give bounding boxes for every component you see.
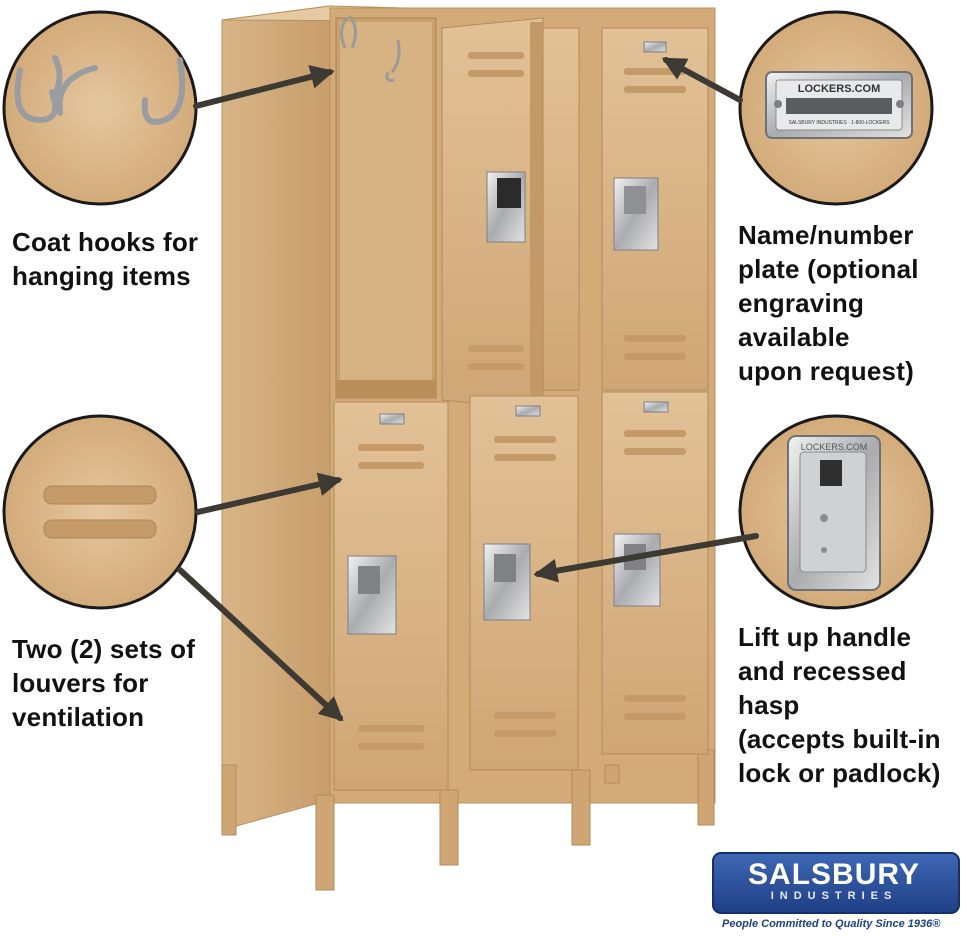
brand-tagline: People Committed to Quality Since 1936® bbox=[722, 918, 941, 930]
plate-text-top: LOCKERS.COM bbox=[798, 83, 881, 95]
brand-name: SALSBURY bbox=[748, 858, 920, 891]
callout-handle-hasp: Lift up handle and recessed hasp (accept… bbox=[738, 622, 941, 788]
hasp-detail-circle: LOCKERS.COM bbox=[738, 414, 934, 610]
plate-detail-circle: LOCKERS.COM SALSBURY INDUSTRIES · 1-800-… bbox=[738, 10, 934, 206]
arrow-louvers-lower bbox=[177, 567, 344, 722]
brand-logo-box bbox=[712, 852, 960, 914]
brand-logo: SALSBURY INDUSTRIES bbox=[712, 852, 960, 914]
callout-louvers: Two (2) sets of louvers for ventilation bbox=[12, 634, 196, 732]
brand-sub: INDUSTRIES bbox=[770, 890, 898, 902]
locker-unit bbox=[221, 5, 716, 891]
louvers-detail-circle bbox=[2, 414, 198, 610]
arrow-plate bbox=[661, 57, 743, 103]
callout-coat-hooks: Coat hooks for hanging items bbox=[12, 227, 199, 291]
arrow-handle bbox=[533, 533, 759, 583]
callout-name-plate: Name/number plate (optional engraving av… bbox=[738, 220, 919, 386]
hooks-detail-circle bbox=[2, 10, 198, 206]
arrow-hooks bbox=[193, 65, 335, 109]
hasp-text: LOCKERS.COM bbox=[801, 442, 868, 452]
plate-text-bottom: SALSBURY INDUSTRIES · 1-800-LOCKERS bbox=[789, 120, 891, 126]
arrow-louvers-upper bbox=[195, 472, 343, 515]
callout-arrows bbox=[177, 57, 759, 722]
